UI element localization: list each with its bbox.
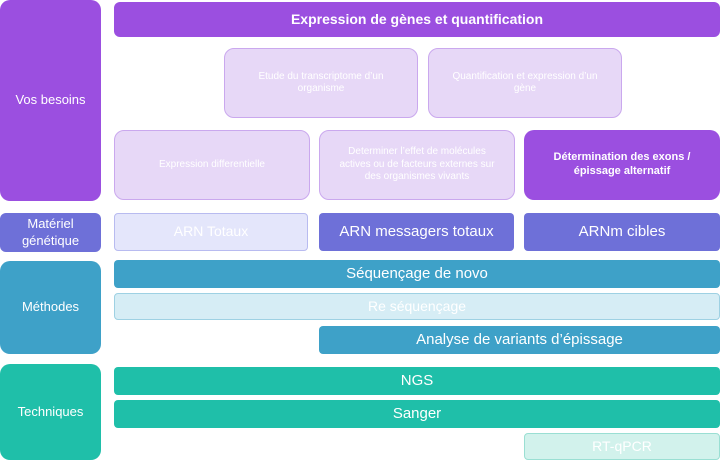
material-target-mrna[interactable]: ARNm cibles [524, 213, 720, 251]
method-de-novo-sequencing-text: Séquençage de novo [346, 264, 488, 282]
method-splice-variants[interactable]: Analyse de variants d’épissage [319, 326, 720, 354]
needs-header[interactable]: Expression de gènes et quantification [114, 2, 720, 37]
need-exons-splicing-text: Détermination des exons / épissage alter… [553, 151, 691, 177]
material-total-rna-text: ARN Totaux [173, 223, 249, 240]
need-molecules-effect-text: Determiner l’effet de molécules actives … [339, 146, 495, 183]
need-differential-expression[interactable]: Expression differentielle [114, 130, 310, 200]
label-needs-text: Vos besoins [15, 92, 86, 108]
need-differential-expression-text: Expression differentielle [159, 158, 265, 170]
method-splice-variants-text: Analyse de variants d’épissage [416, 330, 623, 348]
need-gene-quantification[interactable]: Quantification et expression d’un gène [428, 48, 622, 118]
need-transcriptome-text: Etude du transcriptome d’un organisme [258, 70, 384, 95]
technique-ngs[interactable]: NGS [114, 367, 720, 395]
technique-rt-qpcr-text: RT-qPCR [592, 437, 652, 454]
label-methods: Méthodes [0, 261, 101, 354]
method-resequencing[interactable]: Re séquençage [114, 293, 720, 320]
method-resequencing-text: Re séquençage [367, 297, 467, 314]
material-total-rna[interactable]: ARN Totaux [114, 213, 308, 251]
label-needs: Vos besoins [0, 0, 101, 201]
needs-header-text: Expression de gènes et quantification [290, 10, 544, 27]
need-molecules-effect[interactable]: Determiner l’effet de molécules actives … [319, 130, 515, 200]
label-techniques: Techniques [0, 364, 101, 460]
technique-sanger-text: Sanger [392, 404, 442, 422]
label-material: Matériel génétique [0, 213, 101, 252]
material-total-mrna[interactable]: ARN messagers totaux [319, 213, 514, 251]
need-gene-quantification-text: Quantification et expression d’un gène [452, 70, 598, 95]
need-transcriptome[interactable]: Etude du transcriptome d’un organisme [224, 48, 418, 118]
technique-ngs-text: NGS [400, 371, 434, 389]
label-material-text: Matériel génétique [21, 216, 80, 248]
material-total-mrna-text: ARN messagers totaux [339, 222, 494, 240]
technique-sanger[interactable]: Sanger [114, 400, 720, 428]
label-methods-text: Méthodes [21, 299, 80, 315]
method-de-novo-sequencing[interactable]: Séquençage de novo [114, 260, 720, 288]
technique-rt-qpcr[interactable]: RT-qPCR [524, 433, 720, 460]
material-target-mrna-text: ARNm cibles [578, 222, 666, 240]
need-exons-splicing[interactable]: Détermination des exons / épissage alter… [524, 130, 720, 200]
label-techniques-text: Techniques [17, 403, 84, 419]
